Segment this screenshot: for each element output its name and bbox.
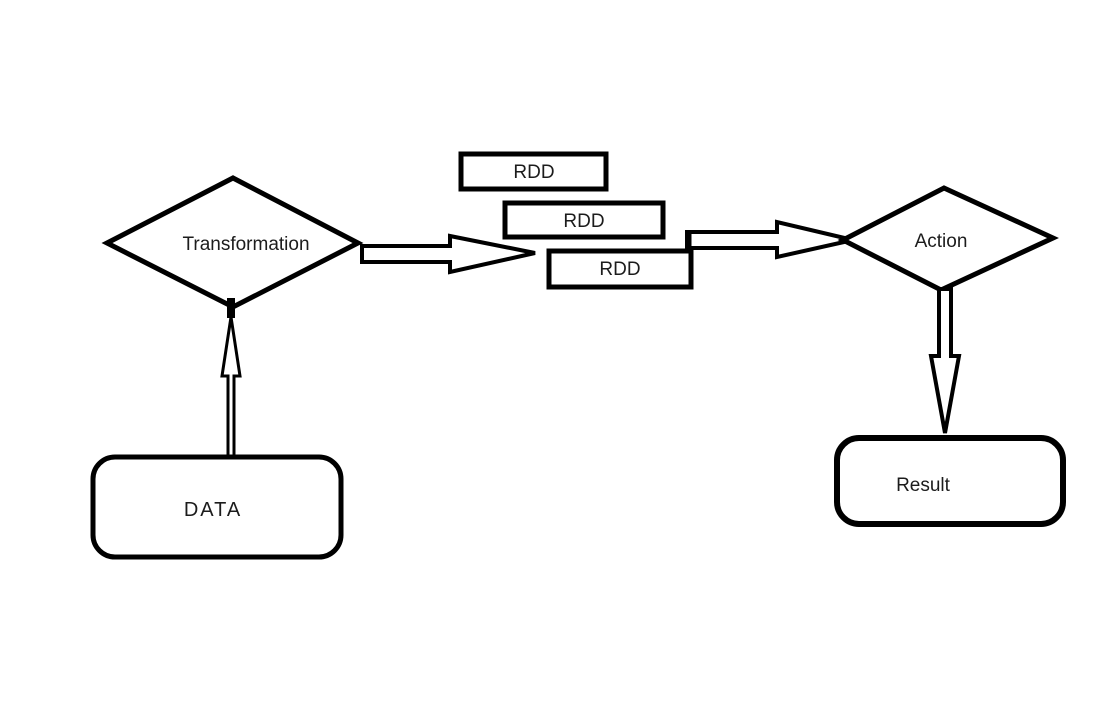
data-box — [90, 454, 344, 560]
transformation-label: Transformation — [182, 234, 309, 255]
arrow-action-to-result — [928, 287, 962, 434]
action-label: Action — [915, 231, 968, 252]
data-label: DATA — [184, 499, 242, 521]
rdd2-label: RDD — [563, 211, 604, 232]
rdd1-label: RDD — [513, 162, 554, 183]
arrow-rdd-to-action — [685, 219, 854, 260]
rdd-box-3 — [546, 248, 694, 290]
rdd-box-2 — [502, 200, 666, 240]
result-box — [834, 435, 1066, 527]
rdd-box-1 — [458, 151, 609, 192]
rdd3-label: RDD — [599, 259, 640, 280]
arrow-transformation-to-rdd — [360, 233, 536, 275]
result-label: Result — [896, 475, 951, 496]
